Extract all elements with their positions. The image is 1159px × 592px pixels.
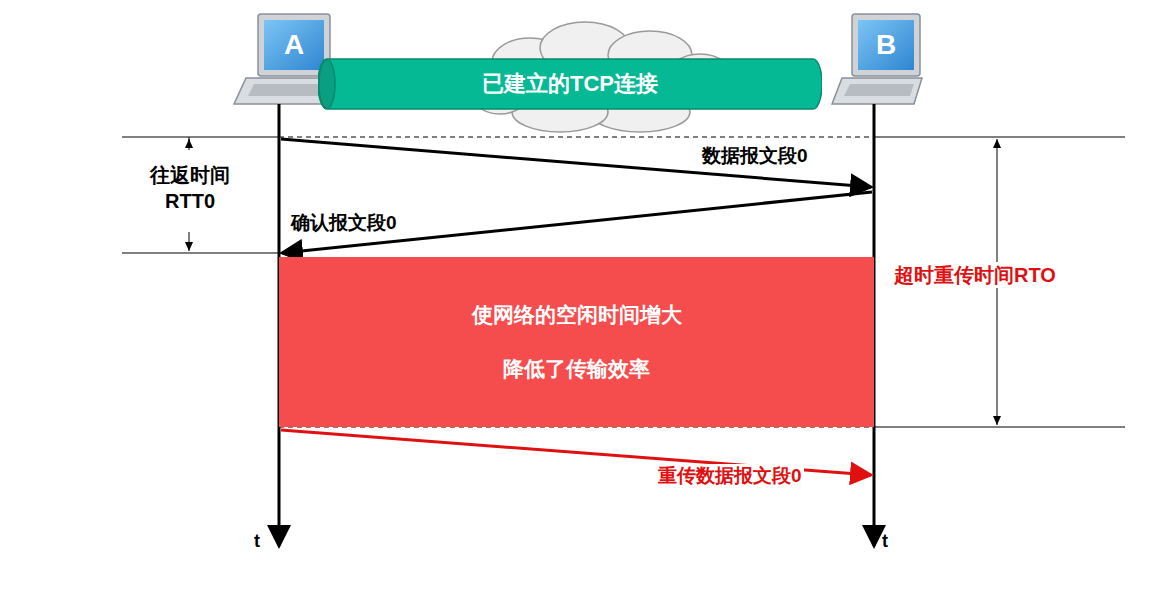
node-text: 使网络的空闲时间增大 <box>472 301 682 329</box>
pipe-end <box>319 60 335 109</box>
laptop-icon <box>234 14 330 104</box>
node-text: B <box>876 29 896 61</box>
connection-pipe: 已建立的TCP连接 <box>318 58 822 110</box>
message-label: 重传数据报文段0 <box>656 464 804 489</box>
host-screen: B <box>858 20 914 70</box>
interval-label: 往返时间 RTT0 <box>140 162 240 214</box>
node-text: 已建立的TCP连接 <box>482 69 658 99</box>
axis-label: t <box>882 530 888 553</box>
reference-lines <box>122 137 1125 427</box>
node-text: A <box>284 29 304 61</box>
idle-region: 使网络的空闲时间增大降低了传输效率 <box>279 257 874 427</box>
laptop-keys <box>844 84 914 96</box>
reference-line <box>874 137 1125 138</box>
reference-line <box>122 137 279 138</box>
laptop-base <box>234 78 330 104</box>
message-arrow <box>281 139 871 187</box>
laptop-frame <box>852 14 920 76</box>
laptop-screen <box>858 20 914 70</box>
interval-label: 超时重传时间RTO <box>892 262 1058 288</box>
laptop-screen <box>264 20 324 70</box>
dimension-arrow <box>189 137 190 150</box>
node-text: 降低了传输效率 <box>503 355 650 383</box>
axis-label: t <box>254 530 260 553</box>
reference-line <box>279 137 874 138</box>
pipe-body <box>318 59 822 109</box>
laptop-frame <box>258 14 330 76</box>
message-arrow <box>282 192 872 253</box>
reference-line <box>122 253 279 254</box>
laptop-base <box>832 78 922 104</box>
host-screen: A <box>264 20 324 70</box>
message-label: 确认报文段0 <box>289 211 399 236</box>
laptop-icon <box>832 14 922 104</box>
dimension-arrow <box>189 232 190 251</box>
laptop-keys <box>248 84 322 96</box>
reference-line <box>874 427 1125 428</box>
message-label: 数据报文段0 <box>700 144 810 169</box>
